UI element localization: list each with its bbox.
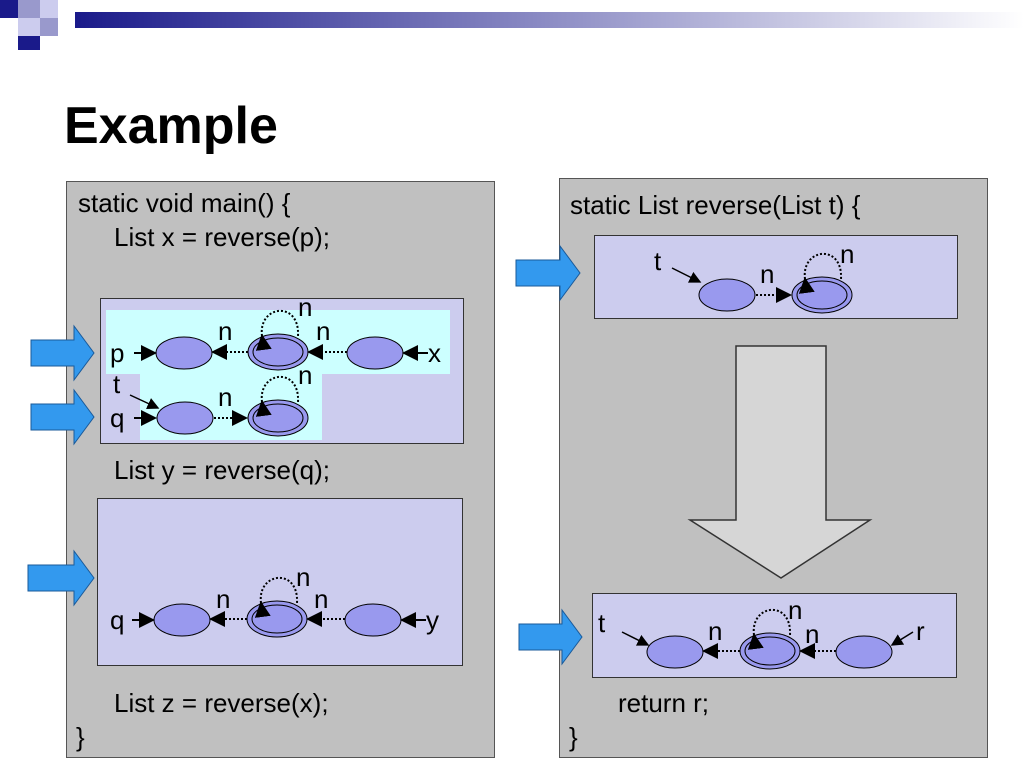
var-label-r: r	[916, 616, 925, 646]
edge-self-loop	[798, 252, 843, 294]
program-point-arrow	[30, 388, 95, 446]
var-label-y: y	[426, 605, 439, 635]
program-point-arrow	[518, 608, 583, 666]
code-reverse-p: List x = reverse(p);	[114, 222, 331, 252]
node	[835, 635, 893, 669]
edge-label-n: n	[218, 316, 232, 346]
node-summary-inner	[252, 337, 304, 367]
node-summary	[739, 632, 801, 670]
transformation-arrow	[687, 345, 873, 579]
var-label-t: t	[598, 608, 606, 638]
var-label-t: t	[113, 369, 121, 399]
edge-r	[890, 631, 914, 646]
program-point-arrow	[27, 549, 95, 607]
node	[344, 603, 402, 637]
edge-label-n: n	[296, 562, 310, 592]
code-main-signature: static void main() {	[78, 188, 291, 218]
node-summary-inner	[252, 403, 304, 433]
node	[155, 336, 213, 370]
node-summary	[247, 399, 309, 437]
edge-self-loop	[254, 576, 299, 618]
node	[153, 603, 211, 637]
edge-label-n: n	[218, 382, 232, 412]
code-reverse-q: List y = reverse(q);	[114, 455, 331, 485]
var-label-x: x	[428, 338, 441, 368]
code-close-brace-main: }	[76, 722, 85, 752]
code-return-r: return r;	[618, 688, 710, 718]
edge-self-loop	[255, 309, 300, 351]
heap-state-3	[594, 235, 958, 319]
code-close-brace-reverse: }	[569, 722, 578, 752]
edge-label-n: n	[788, 595, 802, 625]
edge-label-n: n	[314, 584, 328, 614]
edge-self-loop	[747, 608, 792, 650]
var-label-q: q	[110, 605, 124, 635]
var-label-p: p	[110, 338, 124, 368]
edge-label-n: n	[298, 360, 312, 390]
edge-label-n: n	[760, 259, 774, 289]
node	[346, 336, 404, 370]
edge-self-loop	[255, 375, 300, 417]
edge-label-n: n	[298, 292, 312, 322]
program-point-arrow	[30, 324, 95, 382]
node-summary	[791, 276, 853, 314]
node-summary-inner	[796, 280, 848, 310]
program-point-arrow	[515, 244, 581, 302]
edge-label-n: n	[805, 619, 819, 649]
node-summary	[246, 600, 308, 638]
node	[156, 401, 214, 435]
code-reverse-x: List z = reverse(x);	[114, 688, 329, 718]
edge-label-n: n	[840, 239, 854, 269]
heap-state-2	[97, 498, 463, 666]
edge-label-n: n	[216, 584, 230, 614]
edge-t	[129, 394, 160, 410]
var-label-t: t	[654, 246, 662, 276]
edge-t	[621, 631, 650, 646]
node	[698, 278, 756, 312]
header-decoration	[0, 0, 1024, 50]
edge-label-n: n	[316, 316, 330, 346]
node-summary-inner	[744, 636, 796, 666]
edge-t	[671, 267, 702, 283]
edge-label-n: n	[708, 616, 722, 646]
node-summary-inner	[251, 604, 303, 634]
page-title: Example	[64, 97, 278, 155]
var-label-q: q	[110, 403, 124, 433]
node	[646, 635, 704, 669]
code-reverse-signature: static List reverse(List t) {	[570, 190, 861, 220]
